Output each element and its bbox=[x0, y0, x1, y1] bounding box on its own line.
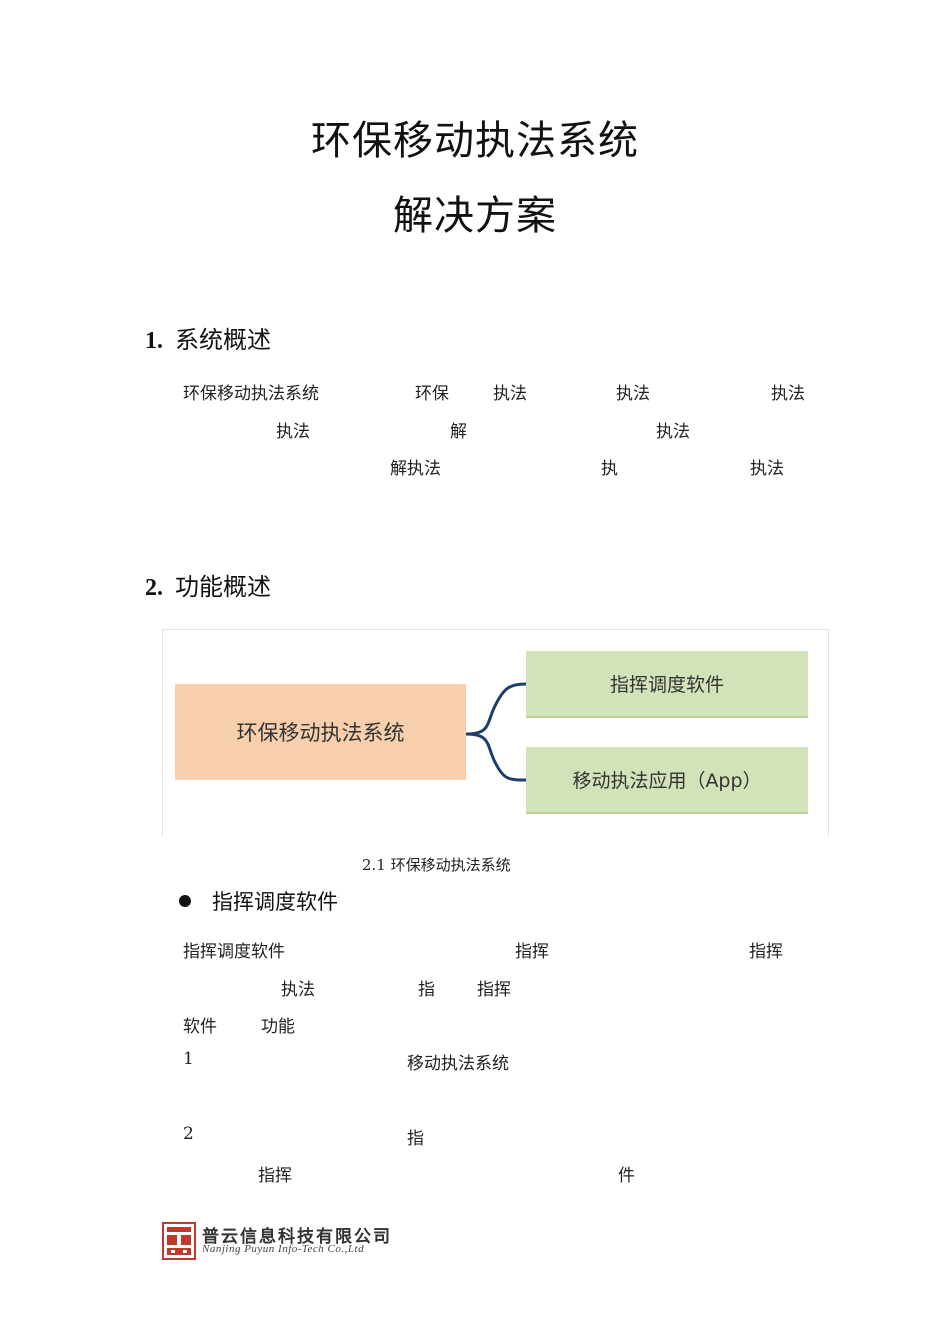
list-item-text: 移动执法系统 bbox=[407, 1054, 509, 1074]
s1-fragment: 执法 bbox=[771, 384, 805, 404]
s1-fragment: 环保 bbox=[415, 384, 449, 404]
list-item-text: 指 bbox=[407, 1129, 424, 1149]
s2-fragment: 指挥 bbox=[515, 942, 549, 962]
system-diagram: 环保移动执法系统 指挥调度软件 移动执法应用（App） bbox=[162, 629, 829, 836]
s1-fragment: 解执法 bbox=[390, 459, 441, 479]
section1-heading: 1. 系统概述 bbox=[145, 320, 271, 355]
s1-fragment: 执法 bbox=[750, 459, 784, 479]
s1-fragment: 环保移动执法系统 bbox=[183, 384, 319, 404]
list-item-number: 2 bbox=[183, 1124, 194, 1144]
s2-fragment: 执法 bbox=[281, 980, 315, 1000]
list-item-number: 1 bbox=[183, 1049, 194, 1069]
company-name-en: Nanjing Puyun Info-Tech Co.,Ltd bbox=[202, 1243, 365, 1255]
s1-fragment: 执法 bbox=[493, 384, 527, 404]
diagram-root-node: 环保移动执法系统 bbox=[175, 684, 466, 780]
figure-caption: 2.1 环保移动执法系统 bbox=[362, 856, 511, 874]
s2-fragment: 软件 bbox=[183, 1017, 217, 1037]
diagram-child-mobile-app: 移动执法应用（App） bbox=[526, 747, 808, 814]
s1-fragment: 执法 bbox=[276, 422, 310, 442]
s1-fragment: 执 bbox=[601, 459, 618, 479]
s2-fragment: 指挥 bbox=[258, 1166, 292, 1186]
s1-fragment: 执法 bbox=[616, 384, 650, 404]
diagram-connector bbox=[466, 682, 527, 782]
s1-fragment: 执法 bbox=[656, 422, 690, 442]
document-subtitle: 解决方案 bbox=[393, 193, 557, 239]
diagram-child-dispatch: 指挥调度软件 bbox=[526, 651, 808, 718]
s2-fragment: 指 bbox=[418, 980, 435, 1000]
company-name-cn: 普云信息科技有限公司 bbox=[202, 1227, 392, 1247]
document-title: 环保移动执法系统 bbox=[311, 118, 639, 164]
s1-fragment: 解 bbox=[450, 422, 467, 442]
s2-fragment: 功能 bbox=[261, 1017, 295, 1037]
section2-heading: 2. 功能概述 bbox=[145, 567, 271, 602]
bullet-icon bbox=[179, 895, 191, 907]
section2-number: 2. bbox=[145, 575, 163, 601]
section2-title: 功能概述 bbox=[175, 573, 271, 601]
section1-title: 系统概述 bbox=[175, 326, 271, 354]
section1-number: 1. bbox=[145, 328, 163, 354]
s2-fragment: 指挥调度软件 bbox=[183, 942, 285, 962]
seal-icon bbox=[162, 1222, 196, 1260]
s2-fragment: 件 bbox=[618, 1166, 635, 1186]
s2-fragment: 指挥 bbox=[477, 980, 511, 1000]
bullet-heading: 指挥调度软件 bbox=[212, 890, 338, 914]
s2-fragment: 指挥 bbox=[749, 942, 783, 962]
